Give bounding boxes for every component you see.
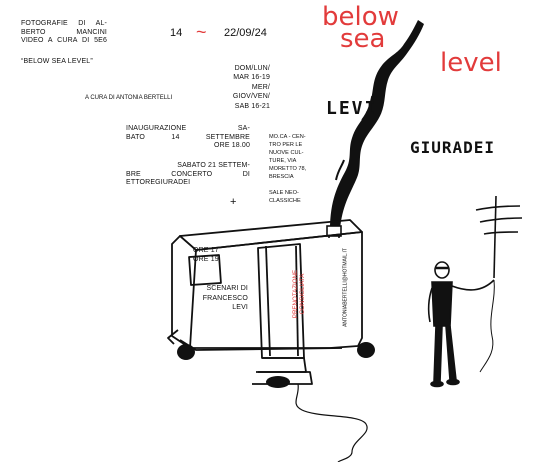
venue-line: MO.CA - CEN- xyxy=(269,134,306,140)
venue-line: CLASSICHE xyxy=(269,198,301,204)
cable-line xyxy=(295,383,368,462)
hours-line: SAB 16-21 xyxy=(234,102,270,110)
booking-label-line: CONSIGLIATA xyxy=(299,273,306,315)
hours-line: MAR 16-19 xyxy=(233,74,270,82)
work-title: “BELOW SEA LEVEL” xyxy=(21,58,93,65)
venue-line: BRESCIA xyxy=(269,174,294,180)
inauguration-time: ORE 18.00 xyxy=(214,142,250,150)
hours-line: GIOV/VEN/ xyxy=(232,93,270,101)
title-level: level xyxy=(440,48,502,78)
inauguration-line: BATO 14 SETTEMBRE xyxy=(126,133,250,141)
title-below: below xyxy=(322,2,399,32)
smoke-drawing xyxy=(330,20,424,230)
venue-line: TURE, VIA xyxy=(269,158,297,164)
scenery-line: LEVI xyxy=(232,304,248,311)
credits-block: FOTOGRAFIE DI AL- BERTO MANCINI VIDEO A … xyxy=(21,20,107,46)
hours-line: MER/ xyxy=(251,83,270,91)
concert-block: SABATO 21 SETTEM- BRE CONCERTO DI ETTORE… xyxy=(126,162,250,188)
date-start: 14 xyxy=(170,27,183,39)
title-sea: sea xyxy=(340,24,386,54)
inauguration-line: INAUGURAZIONE SA- xyxy=(126,125,250,132)
video-credit: VIDEO A CURA DI 5E6 xyxy=(21,37,107,45)
concert-line: BRE CONCERTO DI xyxy=(126,170,250,178)
caravan-window-text: ORE 17 ORE 19 xyxy=(193,247,219,264)
booking-label-line: PRENOTAZIONE xyxy=(292,269,299,319)
caravan-wheels xyxy=(177,342,375,388)
photos-credit-line1: FOTOGRAFIE DI AL- xyxy=(21,20,107,27)
artist-giuradei: GIURADEI xyxy=(410,138,496,157)
window-time-line: ORE 17 xyxy=(193,247,219,254)
plus-sign: + xyxy=(230,196,237,208)
hours-line: DOM/LUN/ xyxy=(234,65,270,72)
venue-line: SALE NEO- xyxy=(269,190,299,196)
curator-credit: A CURA DI ANTONIA BERTELLI xyxy=(85,95,173,101)
scenery-line: SCENARI DI xyxy=(206,285,248,292)
booking-block: PRENOTAZIONE CONSIGLIATA xyxy=(292,239,312,349)
window-time-line: ORE 19 xyxy=(193,255,219,263)
opening-hours: DOM/LUN/ MAR 16-19 MER/ GIOV/VEN/ SAB 16… xyxy=(210,64,270,111)
antenna-drawing xyxy=(475,195,523,279)
venue-block: MO.CA - CEN- TRO PER LE NUOVE CUL- TURE,… xyxy=(269,133,325,205)
concert-line: SABATO 21 SETTEM- xyxy=(177,162,250,169)
venue-line: NUOVE CUL- xyxy=(269,150,304,156)
venue-line: MORETTO 78, xyxy=(269,166,307,172)
booking-email[interactable]: ANTONIABERTELLI@HOTMAIL.IT xyxy=(342,248,349,327)
caravan-drawing xyxy=(167,219,363,385)
date-separator: ~ xyxy=(196,22,207,42)
scenery-credit: SCENARI DI FRANCESCO LEVI xyxy=(188,284,248,313)
inauguration-block: INAUGURAZIONE SA- BATO 14 SETTEMBRE ORE … xyxy=(126,125,250,151)
scenery-line: FRANCESCO xyxy=(202,294,248,302)
venue-line: TRO PER LE xyxy=(269,142,303,148)
person-drawing xyxy=(427,261,495,388)
date-end: 22/09/24 xyxy=(224,27,267,39)
photos-credit-line2: BERTO MANCINI xyxy=(21,28,107,36)
concert-line: ETTOREGIURADEI xyxy=(126,179,191,187)
artist-levi: LEVI xyxy=(326,98,378,119)
booking-label: PRENOTAZIONE CONSIGLIATA xyxy=(292,239,306,349)
